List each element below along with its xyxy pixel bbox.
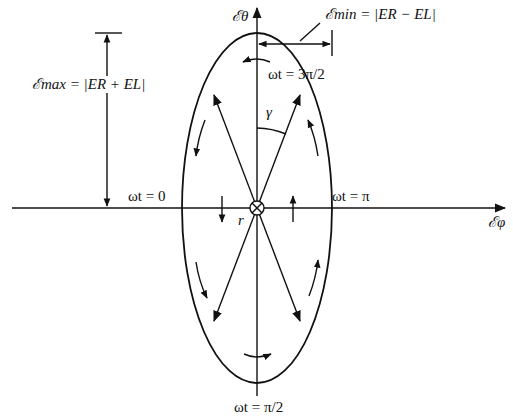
max-amplitude-label: ℰmax = |ER + EL| bbox=[30, 76, 147, 93]
min-amplitude-label: ℰmin = |ER − EL| bbox=[325, 6, 436, 23]
field-arrow bbox=[221, 196, 222, 222]
origin-cross bbox=[252, 203, 262, 213]
dimension-tick bbox=[331, 30, 332, 56]
rotation-arrow bbox=[196, 262, 207, 298]
rotation-arrow bbox=[308, 120, 318, 156]
phase-label: ωt = π bbox=[332, 188, 370, 205]
rotation-arrow bbox=[243, 59, 270, 62]
field-vector bbox=[257, 208, 300, 321]
field-arrow bbox=[292, 196, 293, 222]
phase-label: ωt = π/2 bbox=[232, 399, 285, 416]
polarization-ellipse bbox=[182, 33, 332, 383]
min-dimension-arrow bbox=[259, 43, 330, 44]
phase-label: ωt = 3π/2 bbox=[268, 66, 325, 83]
rotation-arrow bbox=[196, 120, 205, 156]
field-vector bbox=[257, 95, 300, 208]
radius-label: r bbox=[238, 212, 244, 229]
leader-line bbox=[300, 23, 320, 41]
phase-label: ωt = 0 bbox=[128, 188, 166, 205]
angle-arc bbox=[257, 128, 286, 134]
rotation-arrow bbox=[309, 260, 318, 296]
axis-label: ℰφ bbox=[488, 214, 505, 231]
origin-cross bbox=[252, 203, 262, 213]
axis-label: ℰθ bbox=[232, 8, 248, 25]
field-vector bbox=[214, 95, 257, 208]
origin-circle bbox=[250, 201, 264, 215]
rotation-arrow bbox=[244, 354, 271, 357]
max-dimension-arrow bbox=[106, 35, 107, 206]
angle-label: γ bbox=[266, 104, 272, 121]
field-vector bbox=[214, 208, 257, 321]
dimension-tick bbox=[95, 32, 122, 33]
